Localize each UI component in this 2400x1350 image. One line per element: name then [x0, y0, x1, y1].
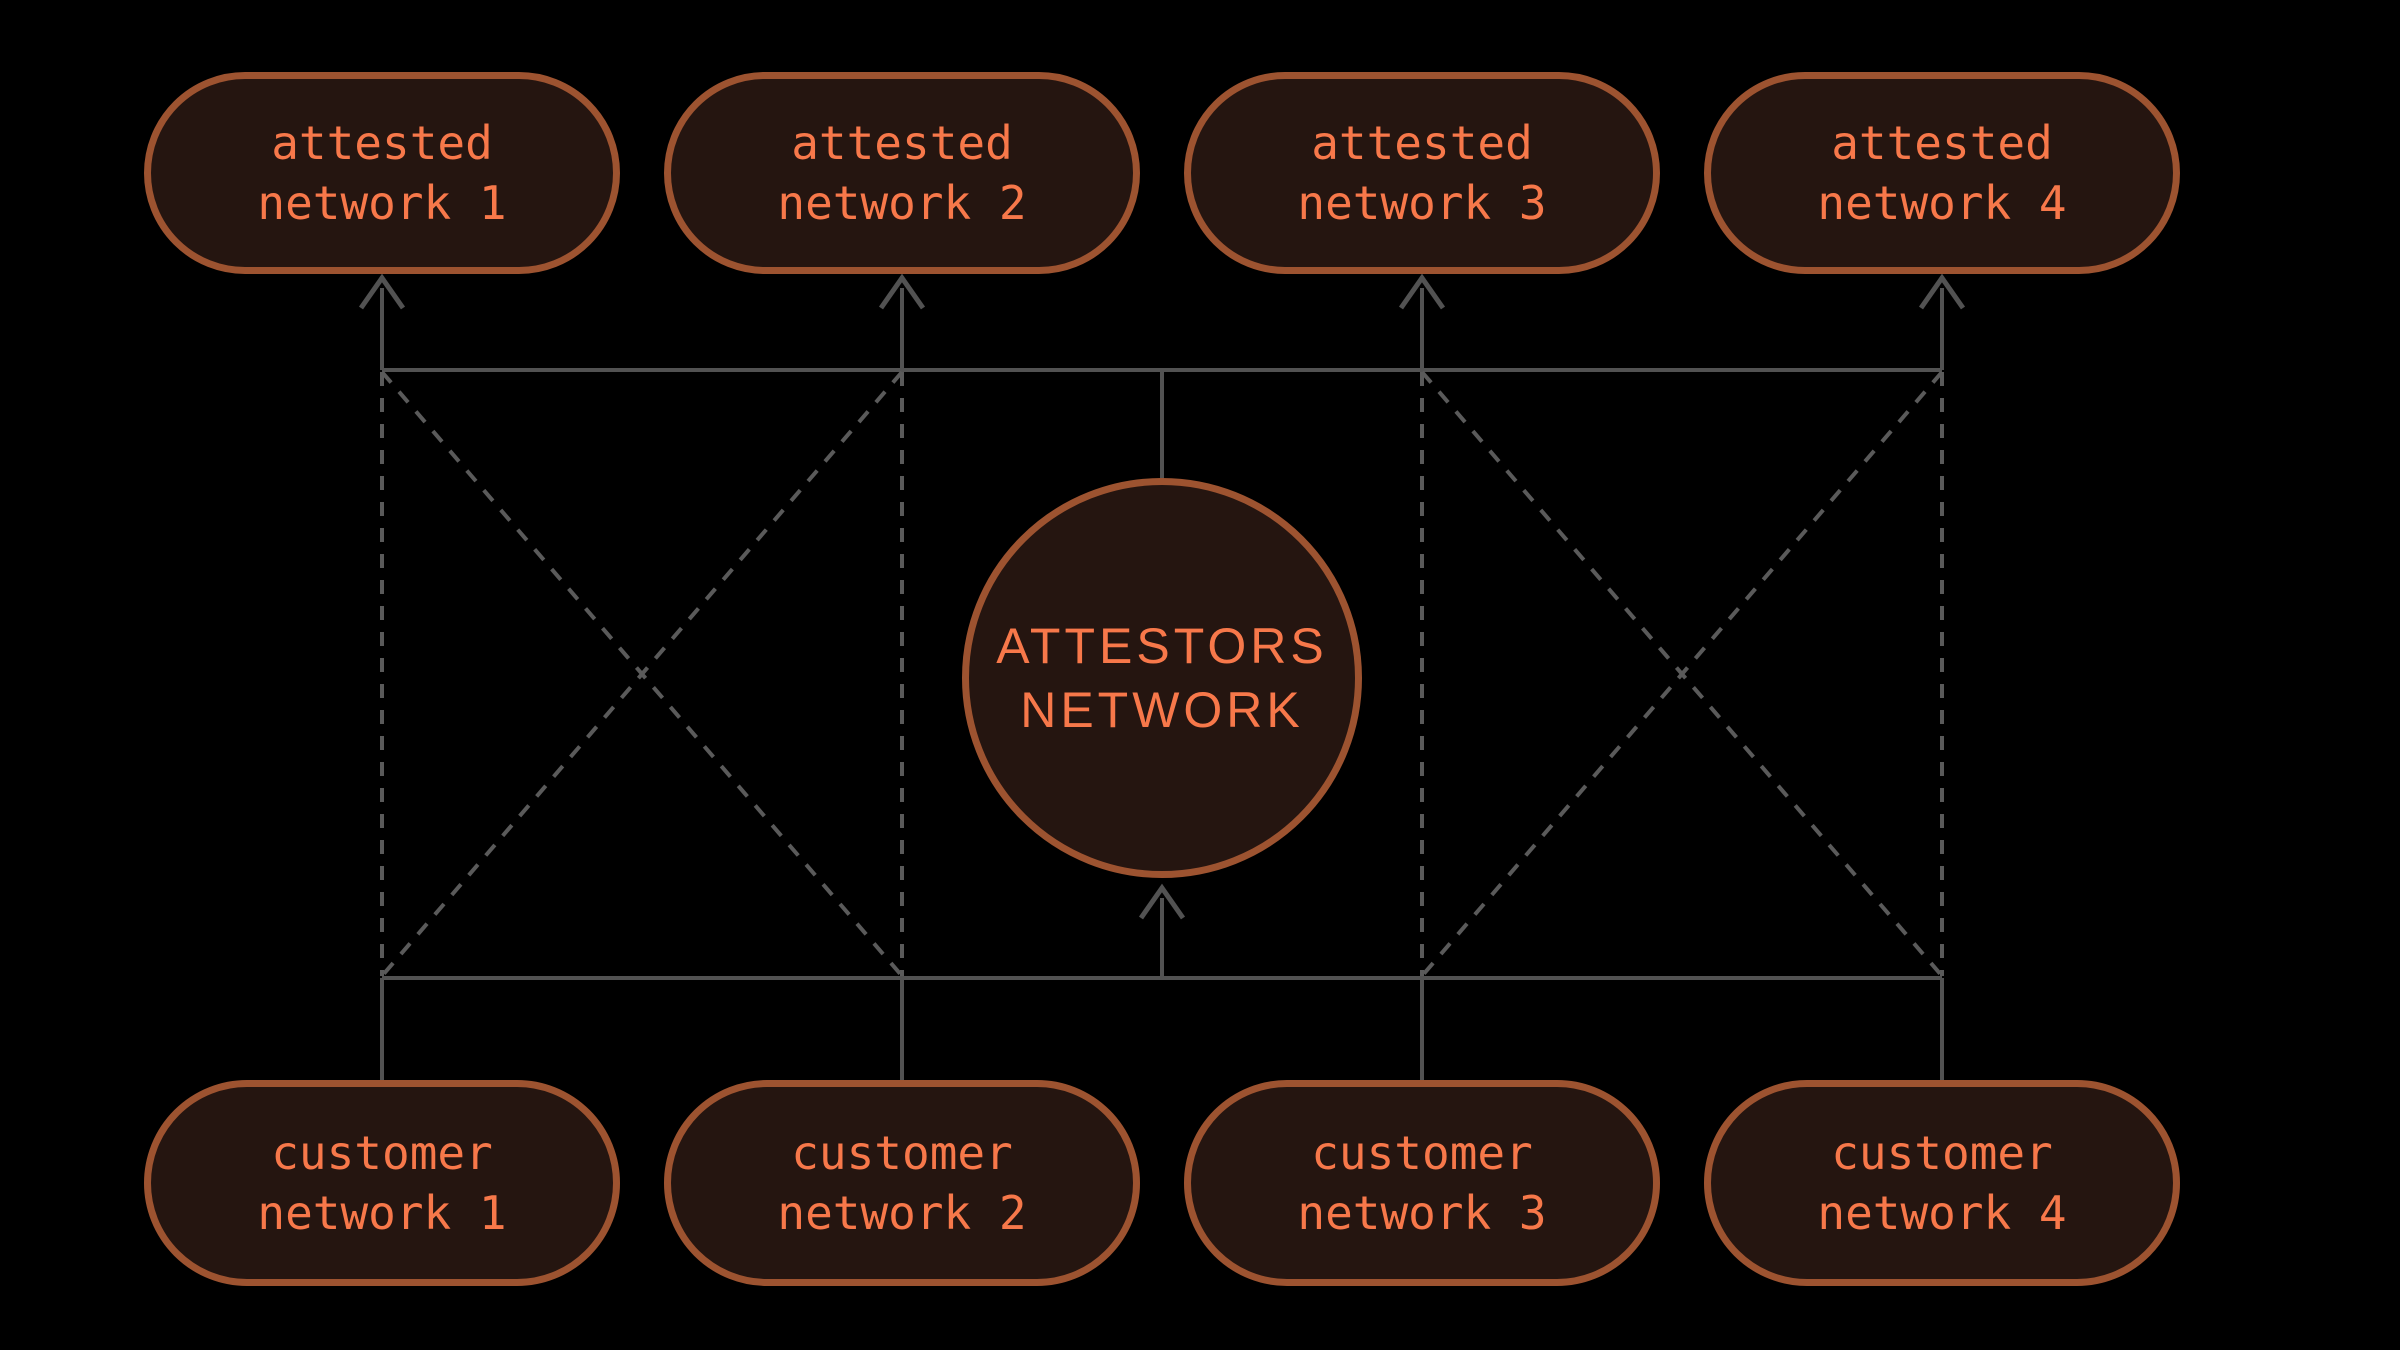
node-label-line2: NETWORK [1020, 682, 1304, 738]
arrow-to-attested-1 [358, 273, 406, 370]
node-label-line2: network 4 [1817, 176, 2067, 230]
customer-network-1-node: customer network 1 [144, 1080, 620, 1286]
node-label-line2: network 2 [777, 1186, 1027, 1240]
node-label-line1: attested [271, 116, 493, 170]
node-label-line2: network 4 [1817, 1186, 2067, 1240]
node-label-line1: attested [1831, 116, 2053, 170]
attested-network-3-node: attested network 3 [1184, 72, 1660, 274]
arrow-to-attested-2 [878, 273, 926, 370]
arrow-head-icon [1918, 273, 1966, 310]
node-label-line1: attested [791, 116, 1013, 170]
node-label-line1: customer [1831, 1126, 2053, 1180]
node-label-line2: network 1 [257, 1186, 507, 1240]
arrow-to-attested-3 [1398, 273, 1446, 370]
arrow-to-attestors [1138, 883, 1186, 978]
customer-network-4-node: customer network 4 [1704, 1080, 2180, 1286]
arrow-head-icon [358, 273, 406, 310]
node-label-line1: customer [791, 1126, 1013, 1180]
attested-network-4-node: attested network 4 [1704, 72, 2180, 274]
dashed-diagonal [1420, 370, 1944, 978]
attestors-network-node: ATTESTORS NETWORK [962, 478, 1362, 878]
node-label-line2: network 1 [257, 176, 507, 230]
dashed-cross-left [380, 370, 904, 978]
node-label-line2: network 3 [1297, 1186, 1547, 1240]
dashed-diagonal [380, 370, 904, 978]
dashed-cross-right [1420, 370, 1944, 978]
arrow-head-icon [1138, 883, 1186, 920]
node-label-line2: network 2 [777, 176, 1027, 230]
customer-network-2-node: customer network 2 [664, 1080, 1140, 1286]
customer-network-3-node: customer network 3 [1184, 1080, 1660, 1286]
arrow-head-icon [1398, 273, 1446, 310]
arrow-to-attested-4 [1918, 273, 1966, 370]
node-label-line1: ATTESTORS [996, 618, 1328, 674]
node-label-line2: network 3 [1297, 176, 1547, 230]
node-label-line1: customer [271, 1126, 493, 1180]
attested-network-1-node: attested network 1 [144, 72, 620, 274]
node-label-line1: attested [1311, 116, 1533, 170]
node-label-line1: customer [1311, 1126, 1533, 1180]
attested-network-2-node: attested network 2 [664, 72, 1140, 274]
arrow-head-icon [878, 273, 926, 310]
